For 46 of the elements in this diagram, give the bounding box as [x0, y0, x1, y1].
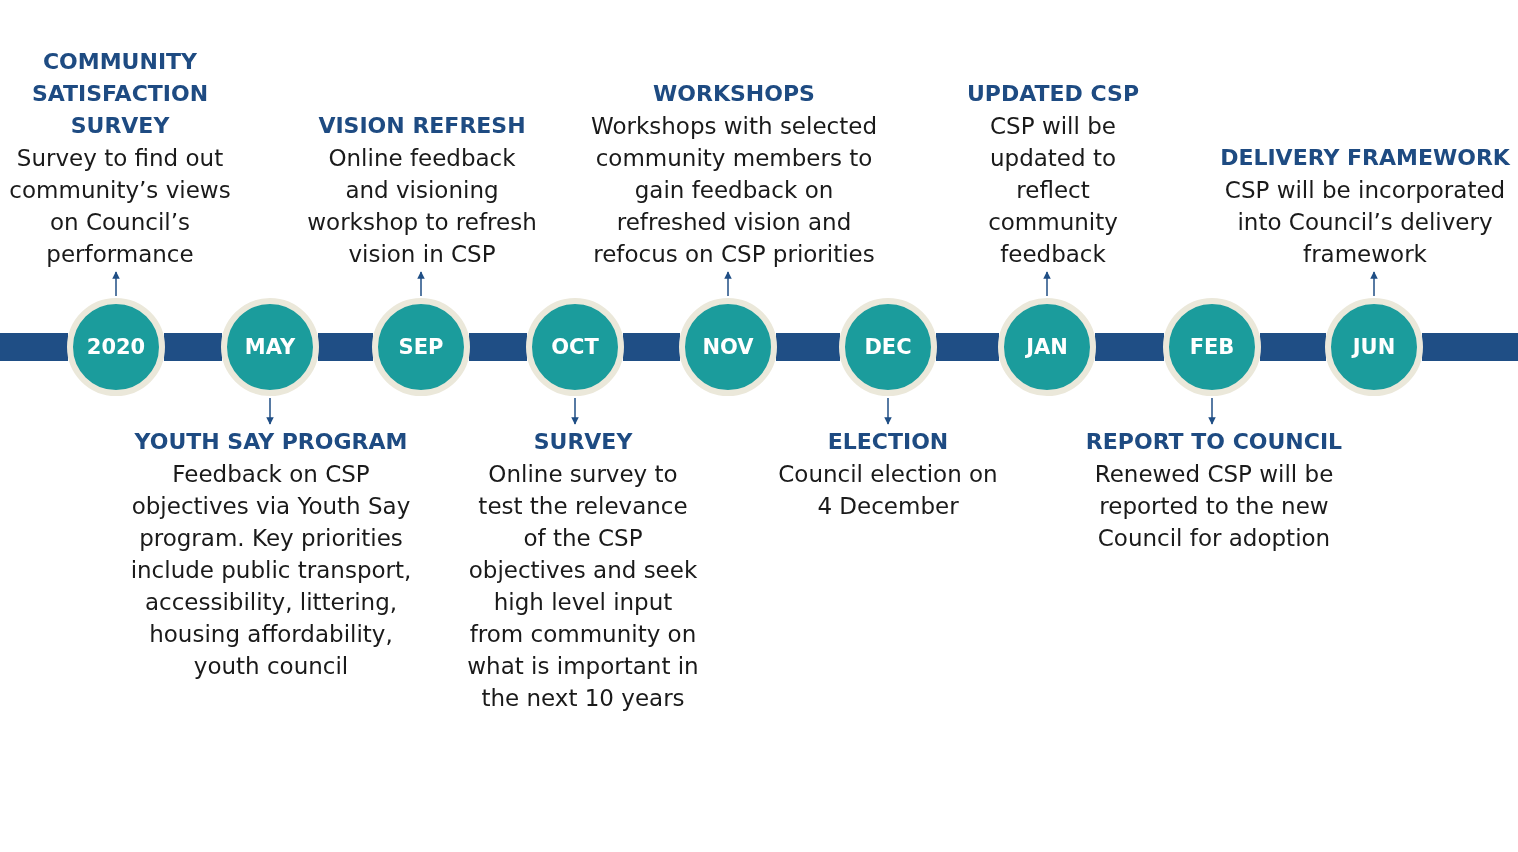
timeline-bar	[1095, 333, 1164, 361]
month-circle: FEB	[1163, 298, 1261, 396]
arrow	[1043, 271, 1051, 297]
event-heading: REPORT TO COUNCIL	[1084, 428, 1344, 456]
timeline-bar	[164, 333, 222, 361]
timeline-bar	[776, 333, 840, 361]
timeline-bar	[936, 333, 999, 361]
arrow	[884, 397, 892, 425]
month-circle: SEP	[372, 298, 470, 396]
event-heading: VISION REFRESH	[317, 112, 527, 140]
event-heading: ELECTION	[826, 428, 950, 456]
event-heading: SURVEY	[532, 428, 634, 456]
timeline-bar	[318, 333, 373, 361]
arrow	[1370, 271, 1378, 297]
month-circle: DEC	[839, 298, 937, 396]
arrow	[571, 397, 579, 425]
event-heading: UPDATED CSP	[965, 80, 1140, 108]
month-circle: 2020	[67, 298, 165, 396]
timeline-bar	[1422, 333, 1518, 361]
arrow	[112, 271, 120, 297]
month-circle: MAY	[221, 298, 319, 396]
event-description: Survey to find out community’s views on Council’s performance	[8, 144, 232, 269]
event-description: CSP will be incorporated into Council’s delivery framework	[1223, 176, 1507, 269]
event-description: Online survey to test the relevance of the CSP objectives and seek high level input from community on what is important in the next 10 years	[466, 460, 700, 713]
event-heading: COMMUNITY SATISFACTION SURVEY	[30, 48, 210, 140]
month-circle: JAN	[998, 298, 1096, 396]
event-description: Council election on 4 December	[777, 460, 999, 521]
event-heading: YOUTH SAY PROGRAM	[133, 428, 409, 456]
month-circle: OCT	[526, 298, 624, 396]
event-heading: DELIVERY FRAMEWORK	[1219, 144, 1511, 172]
event-description: Online feedback and visioning workshop to refresh vision in CSP	[306, 144, 538, 269]
month-circle: NOV	[679, 298, 777, 396]
event-heading: WORKSHOPS	[652, 80, 816, 108]
arrow	[417, 271, 425, 297]
timeline-bar	[0, 333, 68, 361]
month-circle: JUN	[1325, 298, 1423, 396]
arrow	[266, 397, 274, 425]
event-description: Workshops with selected community members to gain feedback on refreshed vision and refocus on CSP priorities	[590, 112, 878, 269]
event-description: CSP will be updated to reflect community feedback	[987, 112, 1119, 269]
timeline-bar	[469, 333, 527, 361]
timeline-bar	[1260, 333, 1326, 361]
event-description: Renewed CSP will be reported to the new Council for adoption	[1093, 460, 1335, 553]
timeline-bar	[623, 333, 680, 361]
arrow	[1208, 397, 1216, 425]
event-description: Feedback on CSP objectives via Youth Say program. Key priorities include public transport, accessibility, littering, housing affordability, youth council	[129, 460, 413, 681]
arrow	[724, 271, 732, 297]
